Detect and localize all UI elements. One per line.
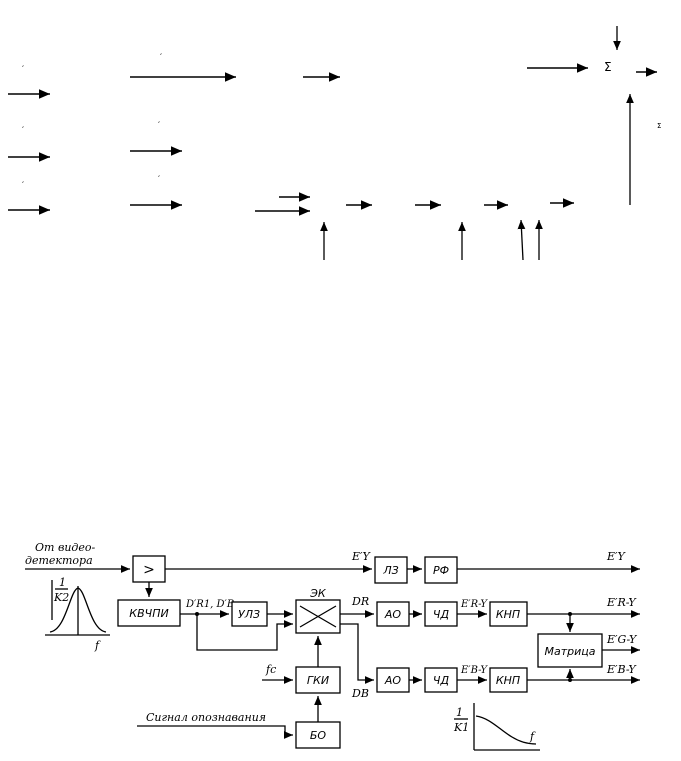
signal-dr-db: D′R1, D′B	[185, 599, 234, 610]
graph-right: 1 K1 f	[453, 703, 540, 751]
ao-r-block	[376, 601, 410, 627]
ek-switch-cross	[299, 605, 337, 628]
kvchpi-block	[117, 599, 181, 627]
source-label-line1: От видео-	[35, 541, 96, 554]
arrow	[517, 219, 526, 261]
junction-dot	[568, 678, 572, 682]
graph-right-curve	[475, 715, 537, 745]
graph-left: 1 K2 f	[45, 576, 110, 652]
rf-label: РФ	[433, 564, 449, 577]
tick-mark: ′	[158, 121, 160, 131]
signal-fc: fc	[265, 663, 276, 676]
tick-mark: ′	[22, 126, 24, 136]
signal-er-y-mid: E′R-Y	[460, 599, 488, 610]
ao-r-label: АО	[384, 608, 402, 621]
amplifier-symbol: >	[143, 562, 155, 578]
chd-b-label: ЧД	[433, 674, 450, 687]
gki-label: ГКИ	[307, 674, 329, 687]
knp-b-label: КНП	[496, 674, 520, 687]
matrix-block	[537, 633, 603, 668]
signal-ey-out: E′Y	[606, 550, 627, 563]
matrix-label: Матрица	[545, 645, 596, 658]
sync-line	[137, 725, 293, 739]
db-line	[340, 623, 374, 684]
chd-b-block	[424, 667, 458, 693]
graph-left-ylabel-den: K2	[53, 591, 69, 604]
tick-mark: ′	[22, 181, 24, 191]
ulz-label: УЛЗ	[238, 608, 260, 621]
sigma-label: Σ	[604, 60, 612, 74]
tick-mark: ′	[160, 53, 162, 63]
tick-mark: ′	[158, 175, 160, 185]
bo-block	[295, 721, 341, 749]
graph-left-xlabel: f	[94, 639, 101, 652]
graph-right-ylabel-num: 1	[456, 706, 463, 719]
junction-dot	[568, 612, 572, 616]
top-fragment: ′ ′ ′ ′ ′ ′ Σ Σ	[8, 26, 661, 261]
signal-dr: DR	[351, 595, 369, 608]
gki-block	[295, 666, 341, 694]
graph-right-xlabel: f	[529, 730, 536, 743]
lz-label: ЛЗ	[382, 564, 398, 577]
ek-label: ЭК	[309, 587, 327, 600]
signal-ey-mid: E′Y	[351, 550, 372, 563]
signal-db: DB	[351, 687, 369, 700]
sync-label: Сигнал опознавания	[146, 711, 266, 724]
graph-right-ylabel-den: K1	[453, 721, 469, 734]
lz-block	[374, 556, 408, 584]
knp-b-block	[489, 667, 528, 693]
signal-er-y-out: E′R-Y	[606, 596, 637, 609]
signal-eb-y-mid: E′B-Y	[460, 665, 488, 676]
signal-eg-y-out: E′G-Y	[606, 633, 638, 646]
ao-b-block	[376, 667, 410, 693]
tick-mark: ′	[22, 65, 24, 75]
bypass-line	[196, 614, 293, 651]
rf-block	[424, 556, 458, 584]
ao-b-label: АО	[384, 674, 402, 687]
ek-block	[295, 599, 341, 634]
signal-eb-y-out: E′B-Y	[606, 663, 637, 676]
chd-r-label: ЧД	[433, 608, 450, 621]
source-label-line2: детектора	[25, 554, 93, 567]
bo-label: БО	[310, 729, 327, 742]
block-diagram: От видео- детектора > E′Y ЛЗ РФ E′Y 1 K2…	[25, 541, 640, 751]
graph-left-ylabel-num: 1	[59, 576, 66, 589]
sigma-small-label: Σ	[657, 122, 661, 130]
knp-r-label: КНП	[496, 608, 520, 621]
kvchpi-label: КВЧПИ	[129, 607, 168, 620]
